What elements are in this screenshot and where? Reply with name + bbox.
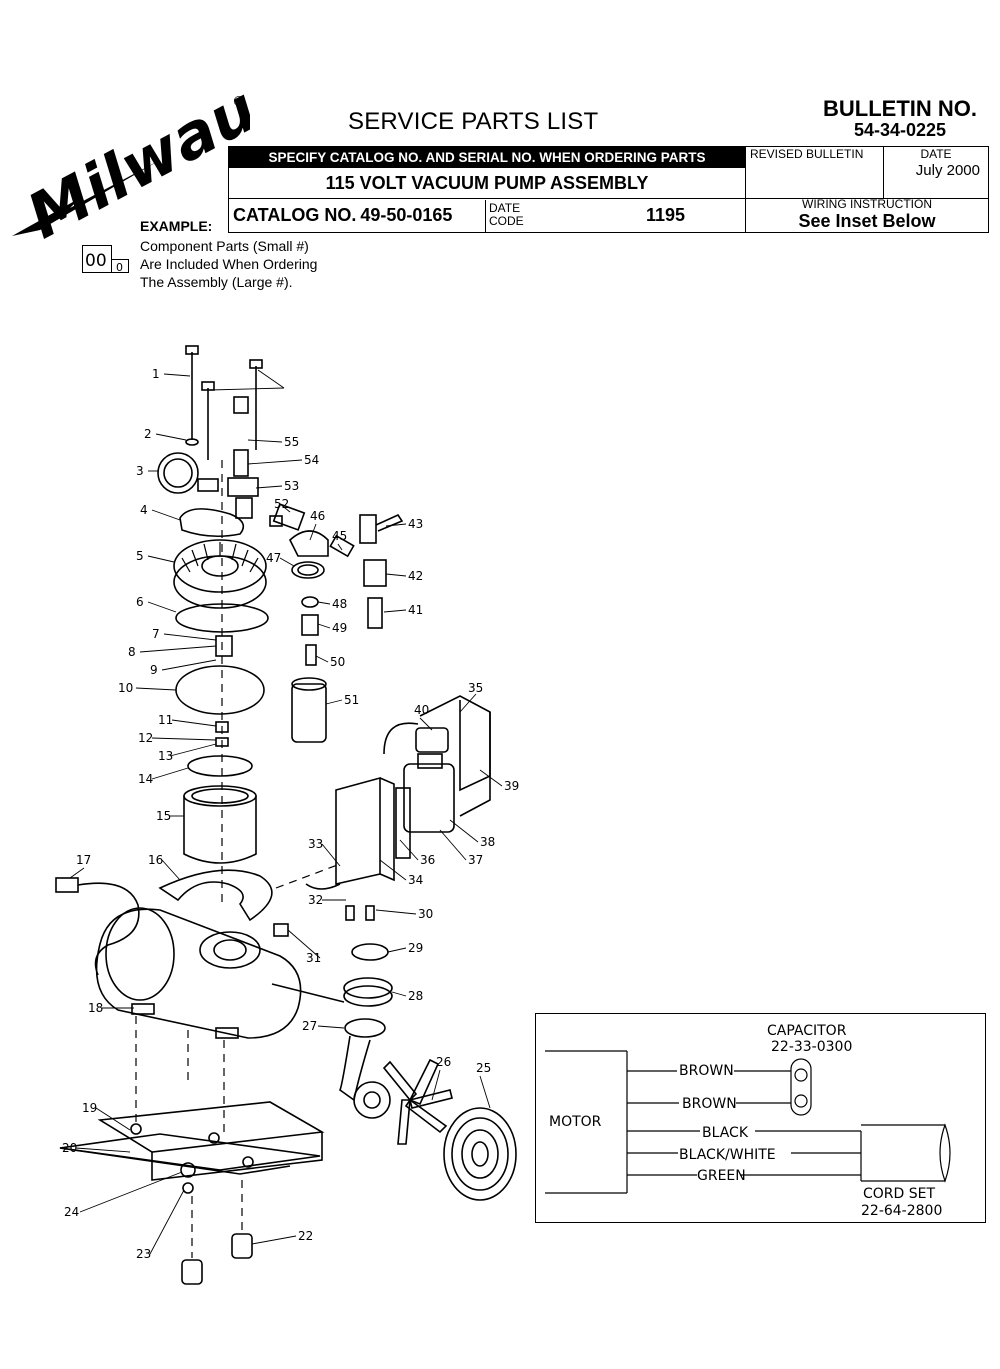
callout-label: 1 <box>152 367 160 381</box>
example-line: The Assembly (Large #). <box>140 274 293 290</box>
callout-label: 50 <box>330 655 345 669</box>
callout-label: 45 <box>332 529 347 543</box>
callout-label: 20 <box>62 1141 77 1155</box>
callout-label: 34 <box>408 873 423 887</box>
revised-bulletin-label: REVISED BULLETIN <box>745 146 884 199</box>
callout-label: 18 <box>88 1001 103 1015</box>
callout-label: 16 <box>148 853 163 867</box>
callout-label: 13 <box>158 749 173 763</box>
callout-label: 36 <box>420 853 435 867</box>
date-label: DATE <box>920 147 952 161</box>
callout-label: 25 <box>476 1061 491 1075</box>
callout-label: 19 <box>82 1101 97 1115</box>
callout-label: 47 <box>266 551 281 565</box>
registered-mark: ® <box>232 94 246 110</box>
wiring-value: See Inset Below <box>798 211 936 231</box>
callout-label: 43 <box>408 517 423 531</box>
callout-label: 2 <box>144 427 152 441</box>
callout-label: 51 <box>344 693 359 707</box>
example-big-number: 00 <box>85 251 107 271</box>
callout-label: 6 <box>136 595 144 609</box>
header-table: SPECIFY CATALOG NO. AND SERIAL NO. WHEN … <box>228 146 989 233</box>
wire-label: BLACK <box>702 1125 749 1141</box>
callout-label: 37 <box>468 853 483 867</box>
callout-label: 8 <box>128 645 136 659</box>
callout-label: 39 <box>504 779 519 793</box>
callout-label: 55 <box>284 435 299 449</box>
callout-label: 48 <box>332 597 347 611</box>
bulletin-number: 54-34-0225 <box>853 120 947 140</box>
callout-label: 27 <box>302 1019 317 1033</box>
date-code-label-1: DATE <box>489 200 521 215</box>
page-title: SERVICE PARTS LIST <box>348 108 599 135</box>
motor-label: MOTOR <box>549 1114 602 1130</box>
milwaukee-logo: Milwaukee ® <box>12 90 250 240</box>
cord-set-part: 22-64-2800 <box>861 1203 942 1219</box>
callout-label: 22 <box>298 1229 313 1243</box>
callout-label: 26 <box>436 1055 451 1069</box>
callout-label: 31 <box>306 951 321 965</box>
assembly-title: 115 VOLT VACUUM PUMP ASSEMBLY <box>228 167 746 199</box>
callout-label: 17 <box>76 853 91 867</box>
callout-label: 49 <box>332 621 347 635</box>
capacitor-label: CAPACITOR <box>767 1023 847 1039</box>
date-code-value: 1195 <box>645 205 685 225</box>
callout-label: 46 <box>310 509 325 523</box>
callout-label: 15 <box>156 809 171 823</box>
date-value: July 2000 <box>915 162 980 179</box>
capacitor-part: 22-33-0300 <box>771 1039 852 1055</box>
callout-label: 9 <box>150 663 158 677</box>
callout-label: 14 <box>138 772 153 786</box>
callout-label: 3 <box>136 464 144 478</box>
callout-label: 42 <box>408 569 423 583</box>
callout-label: 23 <box>136 1247 151 1261</box>
example-small-number: 0 <box>116 261 123 273</box>
wiring-label: WIRING INSTRUCTION <box>802 197 932 211</box>
callout-label: 12 <box>138 731 153 745</box>
example-number-box: 00 0 <box>82 245 129 273</box>
bulletin-label: BULLETIN NO. <box>823 96 977 121</box>
callout-label: 10 <box>118 681 133 695</box>
callout-label: 5 <box>136 549 144 563</box>
callout-label: 33 <box>308 837 323 851</box>
callout-label: 30 <box>418 907 433 921</box>
callout-label: 28 <box>408 989 423 1003</box>
example-label: EXAMPLE: <box>140 218 213 234</box>
date-code-label-2: CODE <box>489 213 524 228</box>
wire-label: BROWN <box>682 1096 737 1112</box>
callout-label: 38 <box>480 835 495 849</box>
callout-label: 24 <box>64 1205 79 1219</box>
callout-label: 53 <box>284 479 299 493</box>
cord-set-label: CORD SET <box>863 1186 935 1202</box>
specify-banner: SPECIFY CATALOG NO. AND SERIAL NO. WHEN … <box>228 146 746 168</box>
catalog-label: CATALOG NO. <box>233 205 357 225</box>
callout-label: 41 <box>408 603 423 617</box>
callout-label: 32 <box>308 893 323 907</box>
callout-label: 35 <box>468 681 483 695</box>
callout-label: 40 <box>414 703 429 717</box>
callout-label: 54 <box>304 453 319 467</box>
example-text: Component Parts (Small #) Are Included W… <box>140 237 317 291</box>
example-line: Are Included When Ordering <box>140 256 318 272</box>
wire-label: BROWN <box>679 1063 734 1079</box>
wiring-inset: MOTOR CAPACITOR 22-33-0300 BROWN BROWN B… <box>535 1013 986 1223</box>
callout-label: 4 <box>140 503 148 517</box>
wire-label: GREEN <box>697 1168 746 1184</box>
callout-label: 11 <box>158 713 173 727</box>
wire-label: BLACK/WHITE <box>679 1147 776 1163</box>
example-line: Component Parts (Small #) <box>140 238 309 254</box>
callout-label: 52 <box>274 497 289 511</box>
callout-label: 29 <box>408 941 423 955</box>
exploded-parts-diagram: 1 2 3 4 5 6 7 8 9 10 11 12 13 14 15 16 1… <box>55 345 519 1285</box>
callout-label: 7 <box>152 627 160 641</box>
catalog-number: 49-50-0165 <box>360 205 453 225</box>
